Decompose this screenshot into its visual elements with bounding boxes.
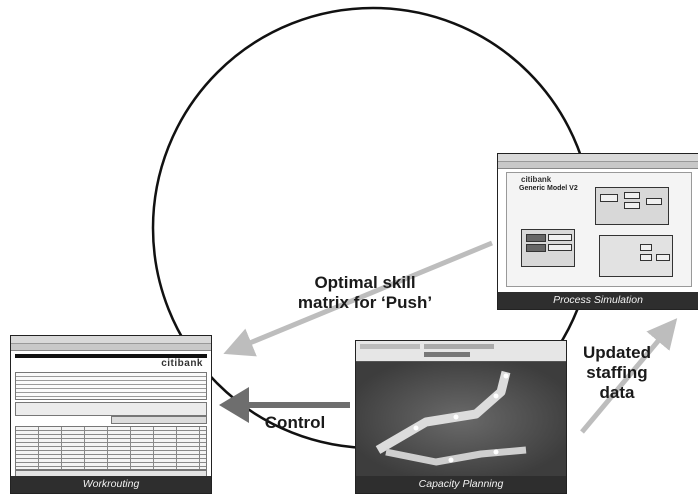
workrouting-queue-table [15,372,207,400]
capacity-planning-toolbar [356,341,566,362]
workrouting-title-bar [15,354,207,358]
workrouting-logo: citibank [161,358,203,369]
staffing-arrow [580,318,678,434]
skill-matrix-line-2: matrix for ‘Push’ [297,293,433,312]
process-simulation-caption: Process Simulation [498,292,698,309]
workrouting-toolbar [11,344,211,351]
process-simulation-screenshot: citibank Generic Model V2 Process Simula… [497,153,698,310]
workrouting-form-panel [15,402,207,416]
process-simulation-toolbar [498,162,698,169]
workrouting-detail-table [15,426,207,470]
model-block-right [599,235,673,277]
model-block-left [521,229,575,267]
staffing-line-1: Updated [583,343,651,362]
process-simulation-model-title: Generic Model V2 [519,185,578,192]
skill-matrix-arrow [223,240,493,357]
skill-matrix-line-1: Optimal skill [314,273,416,292]
capacity-planning-caption: Capacity Planning [356,476,566,493]
process-simulation-logo: citibank [521,175,552,184]
model-block-main [595,187,669,225]
staffing-label: Updated staffing data [572,343,662,403]
workrouting-caption: Workrouting [11,476,211,493]
skill-matrix-label: Optimal skill matrix for ‘Push’ [255,273,475,313]
capacity-planning-flow-map [356,362,566,476]
process-simulation-menubar [498,154,698,162]
capacity-flow-path [375,370,527,466]
process-simulation-canvas: citibank Generic Model V2 [506,172,692,287]
staffing-line-3: data [599,383,635,402]
workrouting-menubar [11,336,211,344]
staffing-line-2: staffing [586,363,648,382]
workrouting-button-row [111,416,207,424]
workrouting-screenshot: citibank Workrouting [10,335,212,494]
capacity-planning-screenshot: Capacity Planning [355,340,567,494]
control-label: Control [264,413,326,432]
